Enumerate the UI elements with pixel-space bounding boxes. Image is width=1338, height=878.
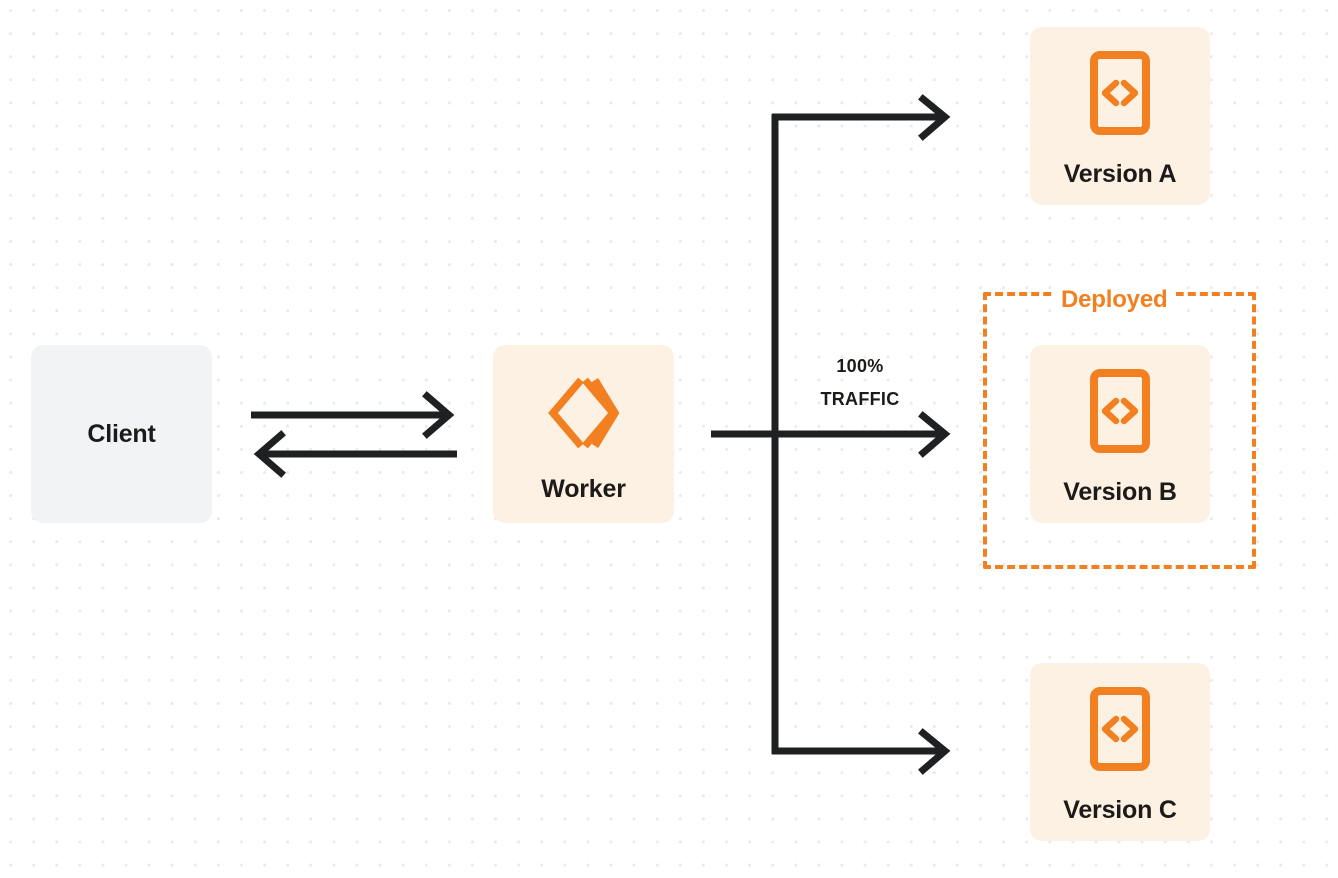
node-version-b[interactable]: Version B [1030,345,1210,523]
node-version-a[interactable]: Version A [1030,27,1210,205]
deployed-group-label: Deployed [1052,286,1177,314]
arrowhead-version-b-icon [918,411,951,458]
node-worker-label: Worker [541,474,626,503]
code-file-icon [1089,686,1151,772]
node-client-label: Client [87,419,156,448]
code-file-icon [1089,50,1151,136]
arrowhead-version-c-icon [918,728,951,775]
node-client[interactable]: Client [31,345,212,523]
arrowhead-version-a-icon [918,94,951,141]
node-version-c[interactable]: Version C [1030,663,1210,841]
traffic-word: TRAFFIC [820,389,900,409]
cloudflare-workers-logo-icon [545,373,623,453]
arrowhead-client-to-worker-icon [422,391,455,439]
traffic-percent: 100% [836,356,884,376]
code-file-icon [1089,368,1151,454]
traffic-split-label: 100% TRAFFIC [790,350,930,416]
node-version-b-label: Version B [1063,477,1177,506]
node-version-a-label: Version A [1063,159,1177,188]
arrowhead-worker-to-client-icon [253,430,286,478]
node-worker[interactable]: Worker [493,345,674,523]
node-version-c-label: Version C [1063,795,1177,824]
